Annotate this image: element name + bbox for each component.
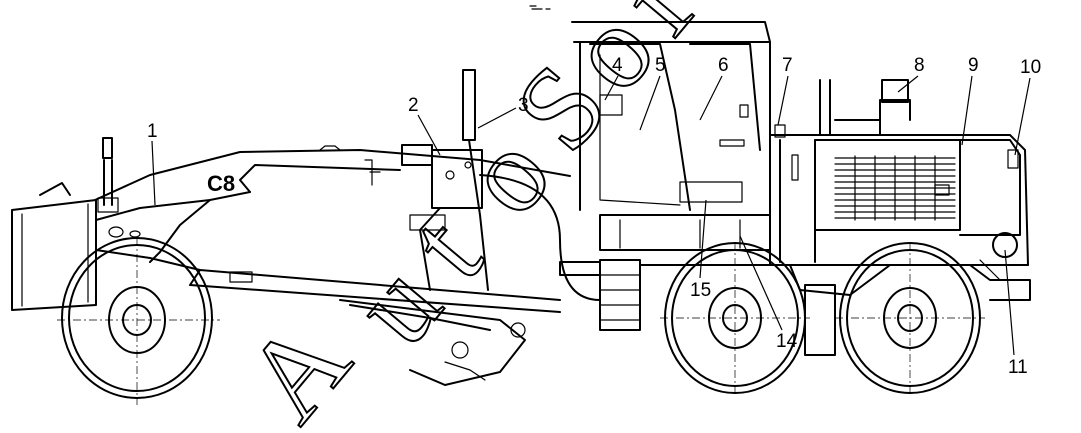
callout-4: 4 xyxy=(612,55,623,76)
small-mark xyxy=(529,5,551,10)
tandem-axle xyxy=(804,284,836,356)
callout-9: 9 xyxy=(968,55,979,76)
callout-1: 1 xyxy=(147,121,158,142)
callout-8: 8 xyxy=(914,55,925,76)
front-lamp-post xyxy=(97,137,119,213)
callout-15: 15 xyxy=(690,280,711,301)
front-frame: C8 xyxy=(94,145,571,313)
callout-5: 5 xyxy=(655,55,666,76)
blade-lift-assembly xyxy=(364,69,489,291)
frame-plate xyxy=(229,271,253,283)
engine-hood xyxy=(769,79,1029,266)
callout-10: 10 xyxy=(1020,57,1041,78)
cab-sign xyxy=(679,181,743,203)
callout-6: 6 xyxy=(718,55,729,76)
model-label: C8 xyxy=(207,171,235,196)
callout-2: 2 xyxy=(408,95,419,116)
rear-wheel-2 xyxy=(835,242,985,395)
steps xyxy=(559,259,641,331)
front-push-block xyxy=(11,182,97,311)
watermark-letter: A xyxy=(220,295,375,433)
hydraulic-line xyxy=(479,174,601,301)
engine-grille xyxy=(834,155,956,221)
callouts: 1 2 3 4 5 6 7 8 9 10 11 14 15 xyxy=(147,55,1041,378)
watermark: A u t o S o f t xyxy=(219,0,759,433)
callout-3: 3 xyxy=(518,95,529,116)
callout-7: 7 xyxy=(782,55,793,76)
callout-14: 14 xyxy=(776,331,798,352)
front-wheel xyxy=(57,237,220,405)
callout-11: 11 xyxy=(1008,357,1028,378)
moldboard xyxy=(339,299,526,386)
